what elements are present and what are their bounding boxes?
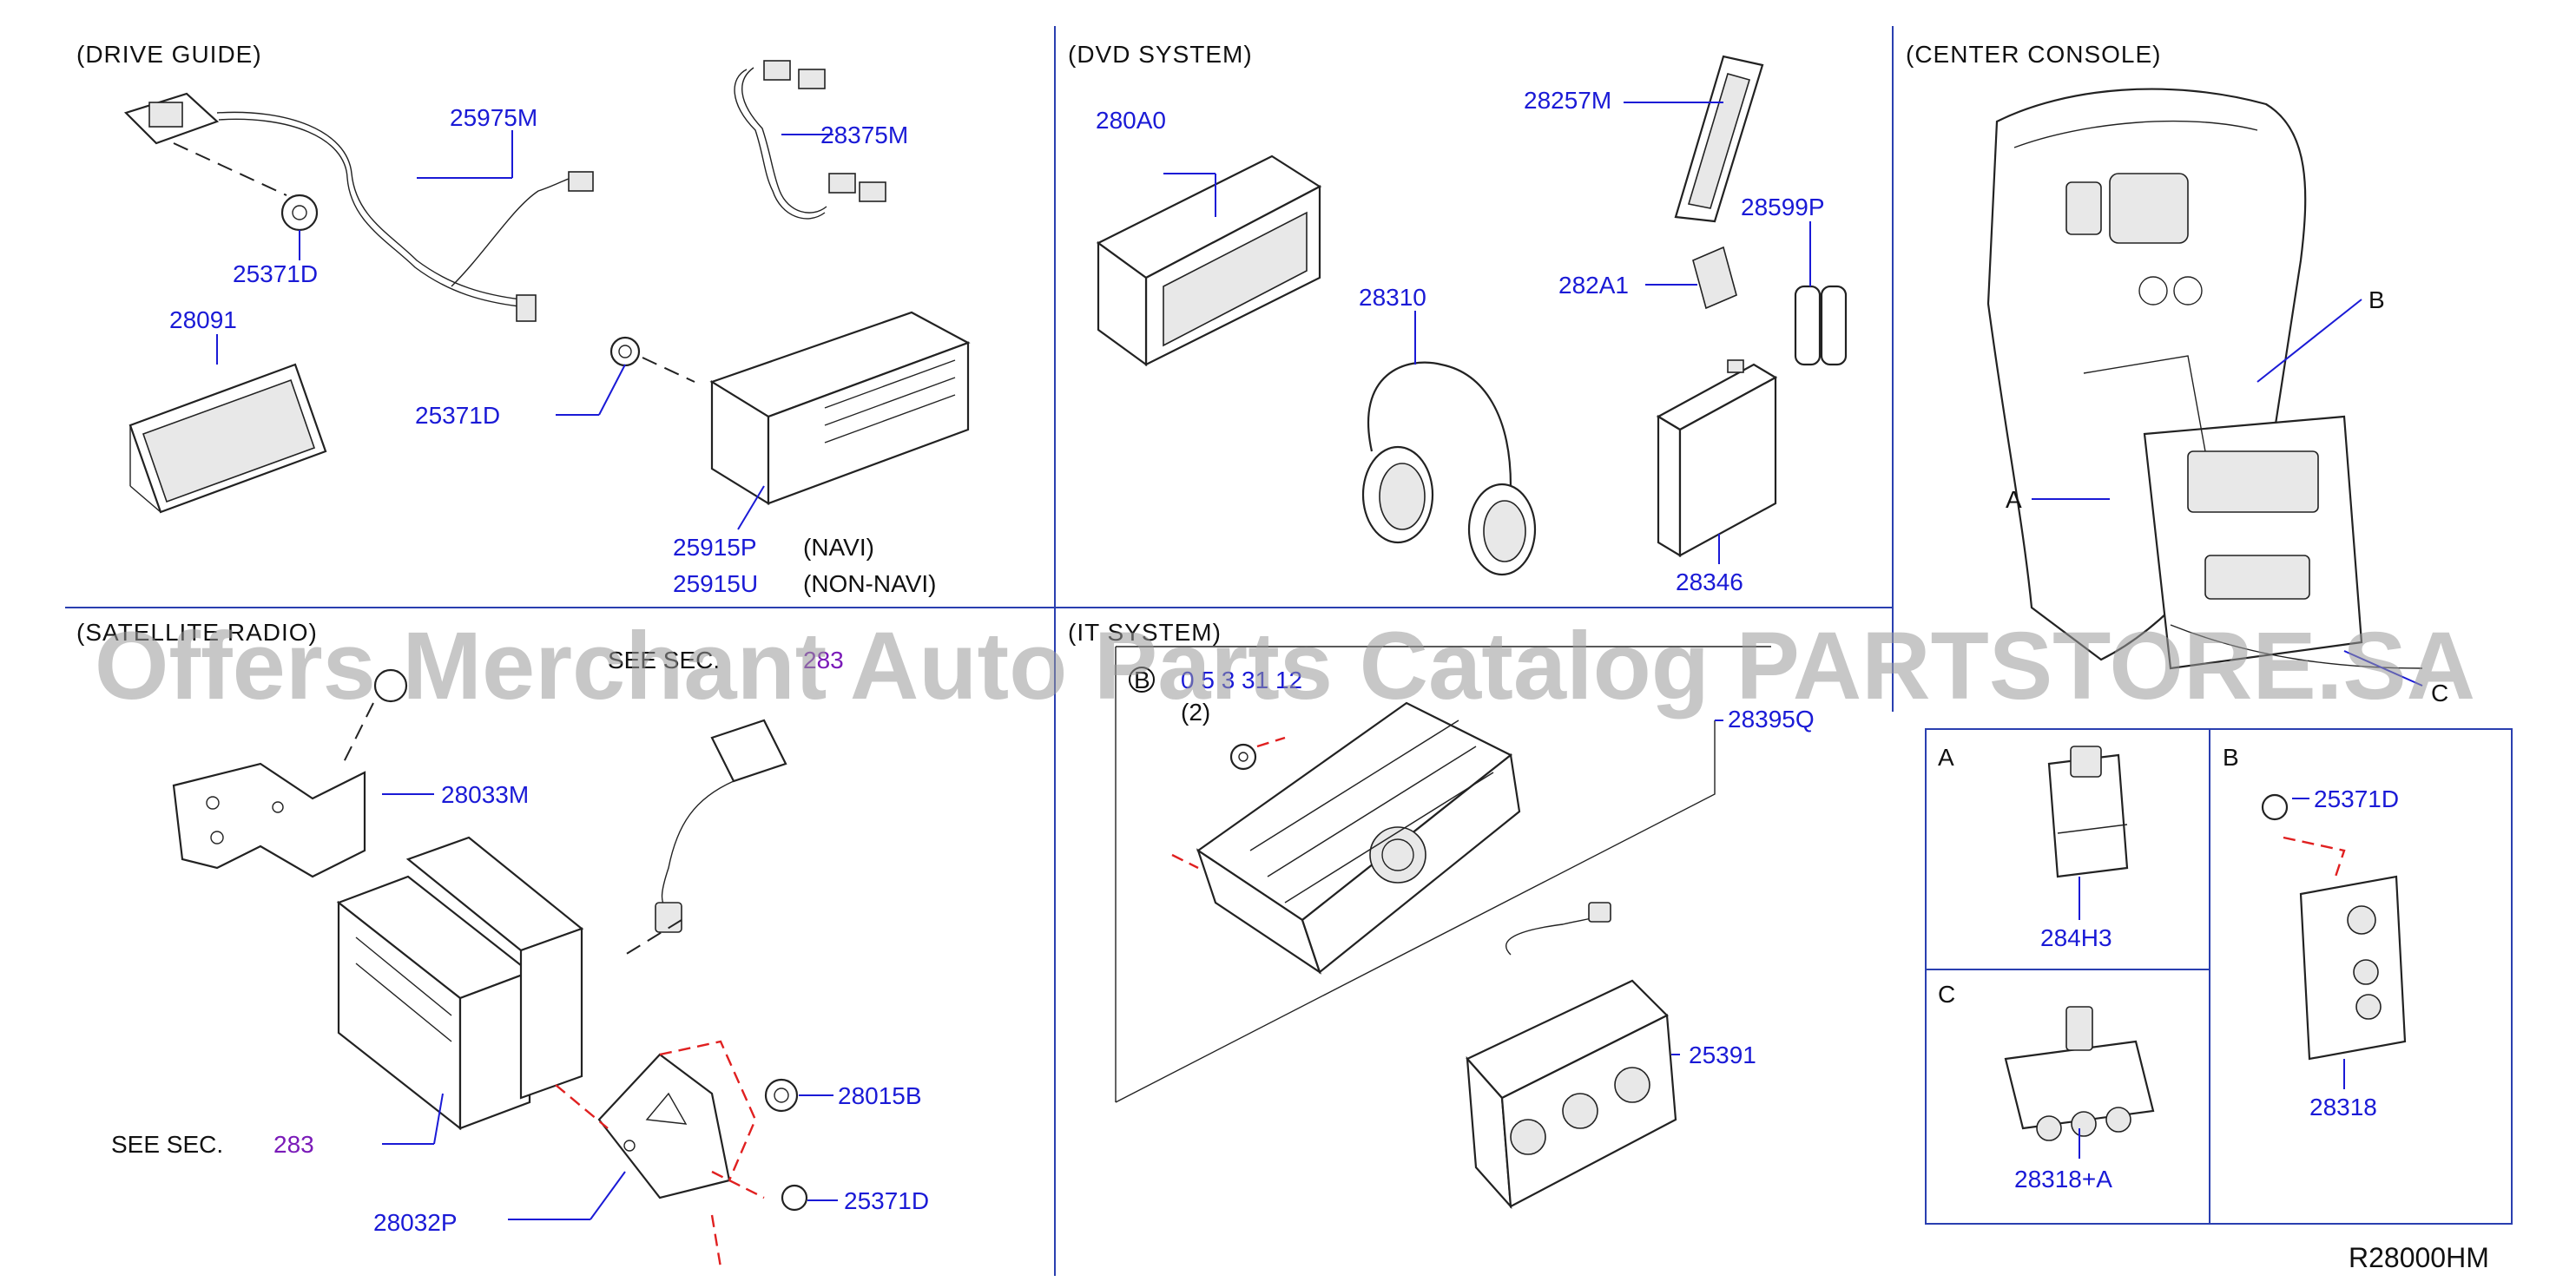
detail-label-A: A (1938, 744, 1954, 771)
drive-guide-harness-drawing (216, 111, 594, 322)
section-label-it-system: (IT SYSTEM) (1068, 619, 1222, 646)
note-navi: (NAVI) (803, 534, 874, 561)
section-label-drive-guide: (DRIVE GUIDE) (76, 41, 262, 68)
part-leader-lines (216, 102, 2345, 1220)
dvd-monitor-280A0-drawing (1096, 154, 1322, 367)
dvd-card-282A1-drawing (1692, 246, 1737, 310)
satellite-tuner-drawing (336, 836, 584, 1131)
drive-guide-grommet-drawing (609, 336, 695, 383)
it-screw-drawing (1171, 736, 1286, 870)
detail-C-jack-drawing (2004, 1006, 2155, 1141)
drive-guide-cable-28375M-drawing (734, 60, 886, 220)
part-28015B[interactable]: 28015B (838, 1082, 922, 1109)
see-sec-label-bottom: SEE SEC. (111, 1131, 223, 1158)
part-25371D-drive-guide[interactable]: 25371D (233, 260, 318, 287)
see-sec-283-link-top[interactable]: 283 (803, 647, 844, 674)
part-28599P[interactable]: 28599P (1741, 194, 1825, 220)
satellite-nut-28015B-drawing (764, 1078, 799, 1113)
circle-b-marker (1129, 667, 1155, 693)
part-28257M[interactable]: 28257M (1524, 87, 1611, 114)
section-label-dvd-system: (DVD SYSTEM) (1068, 41, 1253, 68)
part-25371D-navi[interactable]: 25371D (415, 402, 500, 429)
drive-guide-camera-drawing (123, 92, 319, 232)
part-25915U[interactable]: 25915U (673, 570, 758, 597)
drive-guide-navi-unit-drawing (709, 311, 971, 505)
dvd-headphones-28310-drawing (1361, 361, 1537, 576)
note-non-navi: (NON-NAVI) (803, 570, 936, 597)
part-28375M[interactable]: 28375M (820, 122, 908, 148)
leader-callout-B (2256, 299, 2362, 383)
detail-A-connector-drawing (2047, 746, 2129, 878)
callout-B: B (2368, 286, 2385, 313)
callout-A: A (2006, 486, 2022, 513)
dvd-remote-28257M-drawing (1674, 55, 1764, 223)
part-28032P[interactable]: 28032P (373, 1209, 458, 1236)
bolt-code-link[interactable]: 0 5 3 31 12 (1181, 667, 1302, 693)
it-control-panel-28395Q-drawing (1196, 701, 1521, 975)
detail-B-usb-drawing (2261, 793, 2407, 1061)
satellite-bracket-28033M-drawing (172, 762, 366, 878)
part-28346[interactable]: 28346 (1676, 568, 1743, 595)
part-28395Q[interactable]: 28395Q (1728, 706, 1815, 733)
diagram-code: R28000HM (2349, 1242, 2489, 1273)
part-25371D-detail-b[interactable]: 25371D (2314, 785, 2399, 812)
dvd-module-28346-drawing (1656, 359, 1778, 557)
part-280A0[interactable]: 280A0 (1096, 107, 1166, 134)
see-sec-283-link-bottom[interactable]: 283 (273, 1131, 314, 1158)
part-28310[interactable]: 28310 (1359, 284, 1426, 311)
part-284H3[interactable]: 284H3 (2040, 924, 2112, 951)
center-console-drawing (1986, 88, 2423, 670)
part-282A1[interactable]: 282A1 (1558, 272, 1629, 299)
section-label-satellite-radio: (SATELLITE RADIO) (76, 619, 318, 646)
satellite-bolt-25371D-drawing (710, 1170, 808, 1268)
see-sec-label-top: SEE SEC. (608, 647, 720, 674)
it-system-frame (1115, 646, 1771, 1103)
drive-guide-display-28091-drawing (128, 363, 327, 514)
part-28318[interactable]: 28318 (2309, 1094, 2377, 1120)
part-28033M[interactable]: 28033M (441, 781, 529, 808)
note-qty-2: (2) (1181, 699, 1210, 726)
detail-label-C: C (1938, 981, 1955, 1008)
satellite-bolt-drawing (342, 668, 408, 765)
leader-callout-C (2343, 650, 2423, 687)
part-25391[interactable]: 25391 (1689, 1042, 1756, 1068)
detail-boxes (1925, 728, 2513, 1225)
part-25915P[interactable]: 25915P (673, 534, 757, 561)
satellite-antenna-module-drawing (624, 719, 787, 956)
detail-label-B: B (2223, 744, 2239, 771)
dvd-batteries-28599P-drawing (1794, 285, 1848, 366)
it-climate-panel-25391-drawing (1466, 902, 1677, 1210)
callout-C: C (2431, 680, 2448, 706)
section-label-center-console: (CENTER CONSOLE) (1906, 41, 2161, 68)
satellite-bracket-28032P-drawing (555, 1040, 757, 1199)
circle-b-letter: B (1134, 667, 1150, 693)
part-28318-A[interactable]: 28318+A (2014, 1166, 2112, 1193)
part-25371D-satellite[interactable]: 25371D (844, 1187, 929, 1214)
part-28091[interactable]: 28091 (169, 306, 237, 333)
part-25975M[interactable]: 25975M (450, 104, 537, 131)
watermark-text: Offers Merchant Auto Parts Catalog PARTS… (95, 613, 2475, 720)
